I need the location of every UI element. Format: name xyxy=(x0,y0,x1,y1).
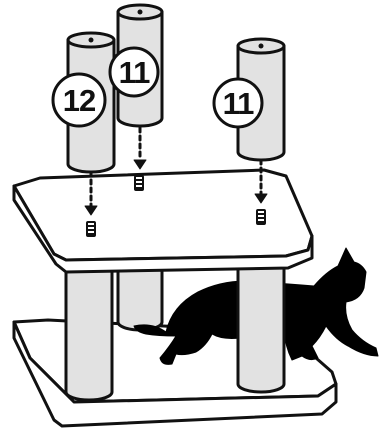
callout-post-middle: 11 xyxy=(110,48,158,96)
callout-post-left: 12 xyxy=(53,74,105,126)
arrow-down-icon xyxy=(134,128,146,169)
screw-icon xyxy=(135,176,143,190)
lower-post-left xyxy=(66,270,112,400)
top-board-top xyxy=(14,170,312,260)
callout-label-post-left: 12 xyxy=(63,83,95,118)
callout-label-post-right: 11 xyxy=(223,86,255,121)
callout-post-right: 11 xyxy=(214,79,262,127)
top-board xyxy=(14,170,312,272)
callout-label-post-middle: 11 xyxy=(119,55,151,90)
screw-icon xyxy=(87,222,95,236)
screw-icon xyxy=(257,210,265,224)
lower-post-right xyxy=(238,260,284,392)
